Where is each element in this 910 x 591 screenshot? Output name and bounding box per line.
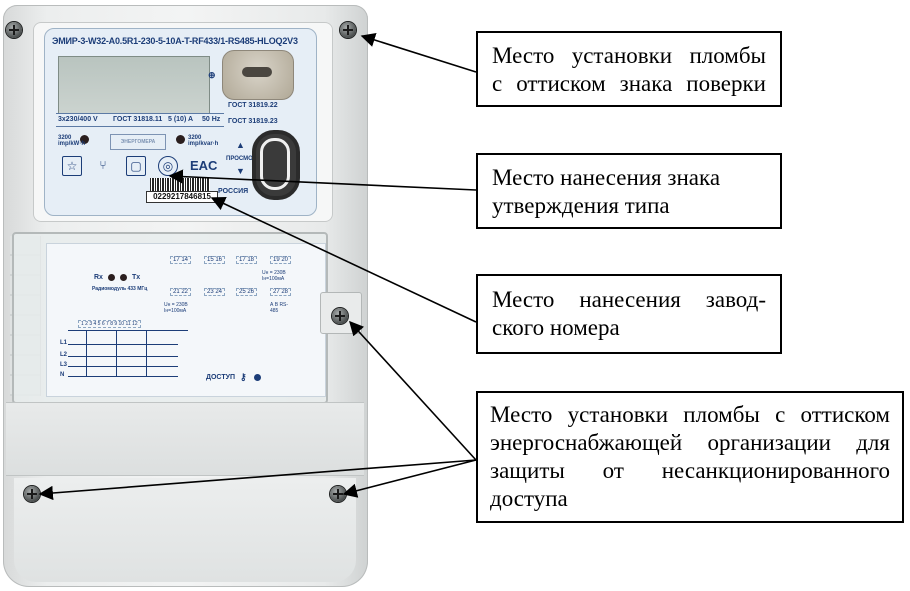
phase-label: L1 — [60, 340, 68, 346]
access-indicator — [254, 374, 261, 381]
rx-label: Rx — [94, 274, 103, 281]
screw-icon — [24, 486, 40, 502]
eac-mark: EAC — [190, 158, 218, 173]
down-arrow-icon: ▼ — [236, 166, 245, 176]
voltage-rating: 3x230/400 V — [58, 116, 98, 123]
wire — [86, 330, 87, 376]
optical-port-slot — [242, 67, 272, 77]
callout-line: энергоснабжающей организации для — [490, 430, 890, 455]
active-imp-label: 3200 imp/kW·h — [58, 135, 85, 147]
callout-line: Место нанесения знака — [492, 165, 721, 190]
serial-barcode — [150, 178, 210, 191]
callout-line: утверждения типа — [492, 193, 670, 218]
arrow-supplier-seal-right — [342, 459, 477, 498]
callout-line: ского номера — [492, 315, 620, 340]
callout-line: защиты от несанкционированного — [490, 458, 890, 483]
wire — [68, 366, 178, 367]
active-energy-led — [80, 135, 89, 144]
callout-line: Место установки пломбы — [492, 43, 766, 68]
view-button-rim — [260, 138, 290, 190]
model-designation: ЭМИР-3-W32-A0.5R1-230-5-10A-T-RF433/1-RS… — [52, 36, 298, 46]
screw-icon — [6, 22, 22, 38]
arrow-type-approval — [168, 169, 477, 191]
screw-icon — [330, 486, 346, 502]
serial-number: 0229217846815 — [146, 191, 218, 203]
spec-row — [56, 113, 224, 127]
callout-line: доступа — [490, 486, 568, 511]
phase-label: N — [60, 372, 65, 378]
arrow-serial-number — [210, 196, 477, 323]
tx-label: Tx — [132, 274, 141, 281]
manufacturer-logo: ЭНЕРГОМЕРА — [110, 134, 166, 150]
rx-led — [108, 274, 115, 281]
terminal-label: 19 20 — [270, 256, 292, 264]
frequency-rating: 50 Hz — [202, 116, 221, 123]
view-button-label: ПРОСМОТР — [226, 156, 261, 162]
wire — [68, 330, 188, 331]
up-arrow-icon: ▲ — [236, 140, 245, 150]
bottom-cover — [14, 478, 356, 582]
radio-module-label: Радиомодуль 433 МГц — [92, 286, 148, 292]
type-approval-icon: ◎ — [158, 156, 178, 176]
callout-line: Место нанесения завод- — [492, 287, 766, 312]
terminal-label: 15 16 — [204, 256, 226, 264]
terminal-label: 23 24 — [204, 288, 226, 296]
key-icon: ⚷ — [240, 372, 247, 382]
wire — [68, 356, 178, 357]
tx-led — [120, 274, 127, 281]
three-phase-symbol-icon: ⑂ — [99, 158, 107, 172]
wire — [116, 330, 117, 376]
callout-line: Место установки пломбы с оттиском — [490, 402, 890, 427]
arrow-seal-verification — [360, 33, 477, 73]
standard-label: ГОСТ 31818.11 — [113, 116, 163, 123]
wire — [146, 330, 147, 376]
phase-label: L2 — [60, 352, 68, 358]
reactive-energy-led — [176, 135, 185, 144]
rs485-label: А В RS-485 — [270, 302, 289, 314]
scheme-terminal-numbers: 1 2 3 4 5 6 7 8 9 10 11 12 — [78, 320, 141, 328]
optical-port-icon: ⊕ — [208, 70, 216, 80]
arrow-supplier-seal-side — [349, 320, 477, 461]
standard-label-2: ГОСТ 31819.22 — [228, 102, 278, 109]
screw-icon — [332, 308, 348, 324]
wire — [68, 376, 178, 377]
terminal-label: 17 14 — [170, 256, 192, 264]
standard-label-3: ГОСТ 31819.23 — [228, 118, 278, 125]
callout-line: с оттиском знака поверки — [492, 71, 766, 96]
voltage-note: Uн = 230В Iн=100мА — [164, 302, 188, 314]
terminal-label: 27 28 — [270, 288, 292, 296]
reactive-imp-label: 3200 imp/kvar·h — [188, 135, 219, 147]
terminal-label: 25 26 — [236, 288, 258, 296]
double-insulation-icon: ▢ — [126, 156, 146, 176]
screw-icon — [340, 22, 356, 38]
callout-supplier-seal: Место установки пломбы с оттиском энерго… — [476, 391, 904, 523]
star-symbol-icon: ☆ — [62, 156, 82, 176]
phase-label: L3 — [60, 362, 68, 368]
wire — [68, 344, 178, 345]
lcd-display — [58, 56, 210, 114]
voltage-note: Uн = 230В Iн=100мА — [262, 270, 286, 282]
access-label: ДОСТУП — [206, 374, 235, 381]
country-label: РОССИЯ — [218, 188, 249, 195]
callout-serial-number: Место нанесения завод- ского номера — [476, 274, 782, 354]
arrow-supplier-seal-left — [38, 459, 477, 501]
terminal-label: 17 18 — [236, 256, 258, 264]
current-rating: 5 (10) A — [168, 116, 194, 123]
terminal-label: 21 22 — [170, 288, 192, 296]
callout-type-approval: Место нанесения знака утверждения типа — [476, 153, 782, 229]
callout-seal-verification: Место установки пломбы с оттиском знака … — [476, 31, 782, 107]
lower-band — [6, 402, 364, 476]
